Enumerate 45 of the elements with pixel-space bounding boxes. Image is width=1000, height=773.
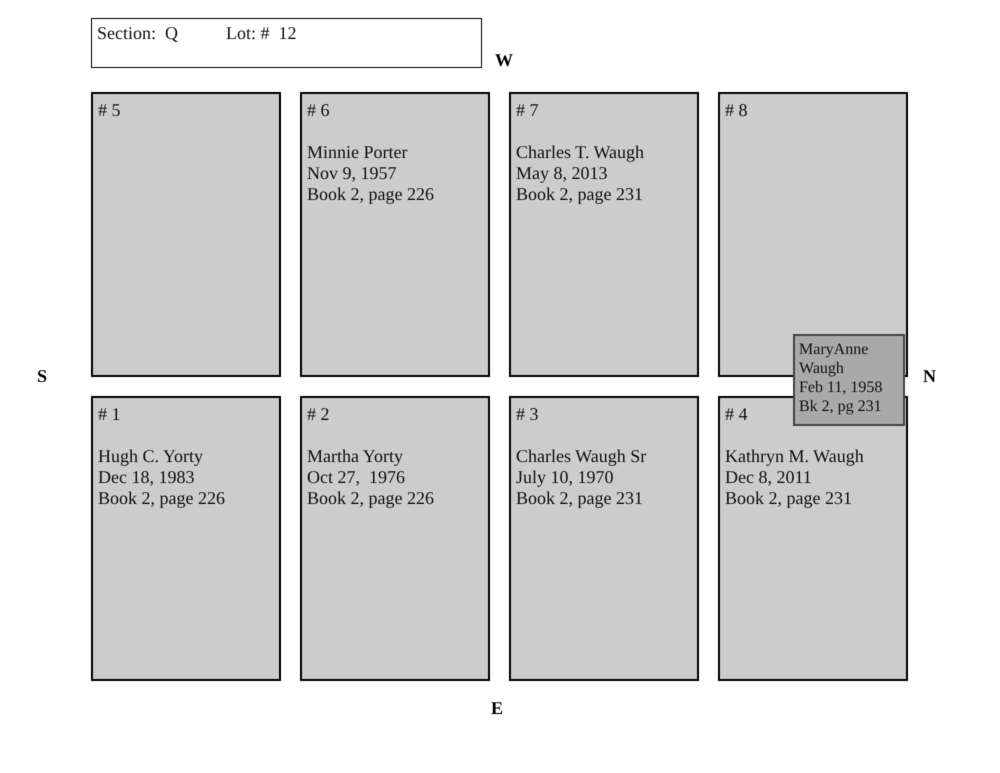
date-text: Dec 8, 2011 bbox=[725, 467, 812, 488]
name-text: Kathryn M. Waugh bbox=[725, 446, 864, 467]
compass-label: W bbox=[495, 50, 513, 71]
date-text: Oct 27, 1976 bbox=[307, 467, 405, 488]
plot-number: # 2 bbox=[307, 404, 330, 425]
plot-number: # 4 bbox=[725, 404, 748, 425]
record-text: Book 2, page 226 bbox=[98, 488, 225, 509]
header-box bbox=[91, 18, 482, 68]
date-text: May 8, 2013 bbox=[516, 163, 608, 184]
plot-box bbox=[91, 92, 281, 377]
plot-box bbox=[718, 396, 908, 681]
plot-number: # 5 bbox=[98, 100, 120, 121]
date-text: Nov 9, 1957 bbox=[307, 163, 396, 184]
record-text: Book 2, page 231 bbox=[516, 184, 643, 205]
date-text: July 10, 1970 bbox=[516, 467, 614, 488]
plot-box bbox=[509, 92, 699, 377]
plot-box bbox=[509, 396, 699, 681]
name-text: Minnie Porter bbox=[307, 142, 408, 163]
plot-number: # 3 bbox=[516, 404, 538, 425]
date-text: Dec 18, 1983 bbox=[98, 467, 194, 488]
name-text: MaryAnne Waugh bbox=[799, 340, 870, 378]
record-text: Book 2, page 231 bbox=[725, 488, 852, 509]
record-text: Book 2, page 226 bbox=[307, 488, 434, 509]
record-text: Book 2, page 226 bbox=[307, 184, 434, 205]
record-text: Book 2, page 231 bbox=[516, 488, 643, 509]
plot-box bbox=[300, 92, 490, 377]
lot-text: Lot: # 12 bbox=[226, 23, 296, 45]
name-text: Hugh C. Yorty bbox=[98, 446, 204, 467]
name-text: Charles T. Waugh bbox=[516, 142, 644, 163]
name-text: Martha Yorty bbox=[307, 446, 404, 467]
plot-box bbox=[91, 396, 281, 681]
plot-box bbox=[300, 396, 490, 681]
compass-label: N bbox=[923, 366, 936, 387]
note-box bbox=[793, 334, 905, 426]
date-text: Feb 11, 1958 bbox=[799, 378, 882, 397]
compass-label: E bbox=[491, 698, 504, 719]
compass-label: S bbox=[37, 366, 48, 387]
plot-box bbox=[718, 92, 908, 377]
record-text: Bk 2, pg 231 bbox=[799, 397, 882, 416]
plot-number: # 8 bbox=[725, 100, 748, 121]
plot-number: # 7 bbox=[516, 100, 538, 121]
plot-number: # 1 bbox=[98, 404, 120, 425]
section-text: Section: Q bbox=[97, 23, 178, 45]
plot-number: # 6 bbox=[307, 100, 330, 121]
name-text: Charles Waugh Sr bbox=[516, 446, 646, 467]
